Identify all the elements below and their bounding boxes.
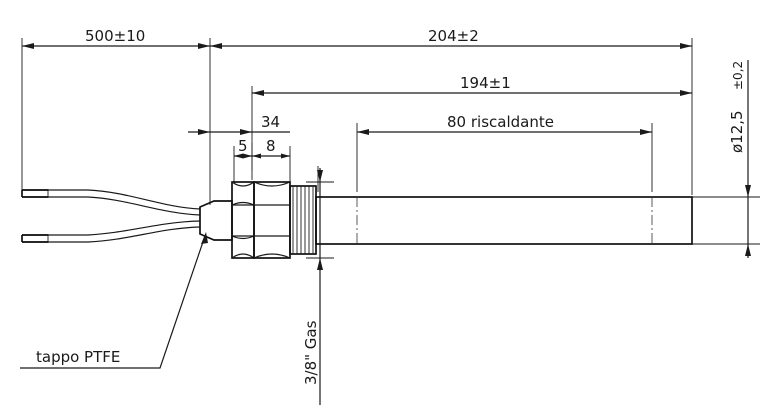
hex-width-label: 5	[238, 137, 248, 155]
dim-heated-offset: 34	[188, 113, 290, 135]
thread-width-label: 8	[266, 137, 276, 155]
extension-lines	[21, 38, 760, 259]
hex-body	[253, 181, 291, 259]
dim-heated-length: 80 riscaldante	[357, 113, 652, 135]
dim-sheath-length: 194±1	[252, 74, 692, 96]
diameter-label: ø12,5	[728, 110, 746, 153]
heating-element	[21, 181, 693, 259]
ptfe-plug	[199, 200, 233, 241]
heated-offset-label: 34	[261, 113, 280, 131]
sheath-length-label: 194±1	[460, 74, 511, 92]
lead-wires	[21, 189, 201, 243]
dim-overall-length: 204±2	[210, 27, 692, 49]
sheath-tube	[315, 196, 693, 245]
diameter-tolerance-label: ±0,2	[731, 61, 745, 90]
dim-cable-length: 500±10	[22, 27, 210, 49]
hex-nut	[231, 181, 255, 259]
heated-length-label: 80 riscaldante	[447, 113, 554, 131]
dim-diameter: ø12,5 ±0,2	[728, 60, 751, 258]
dim-hex-thread: 5 8	[234, 137, 290, 170]
cable-length-label: 500±10	[85, 27, 145, 45]
ptfe-plug-label: tappo PTFE	[36, 348, 120, 366]
dim-thread-size: 3/8" Gas	[302, 168, 323, 405]
ptfe-plug-callout: tappo PTFE	[20, 232, 208, 369]
overall-length-label: 204±2	[428, 27, 479, 45]
thread-size-label: 3/8" Gas	[302, 320, 320, 385]
thread-section	[289, 185, 317, 255]
